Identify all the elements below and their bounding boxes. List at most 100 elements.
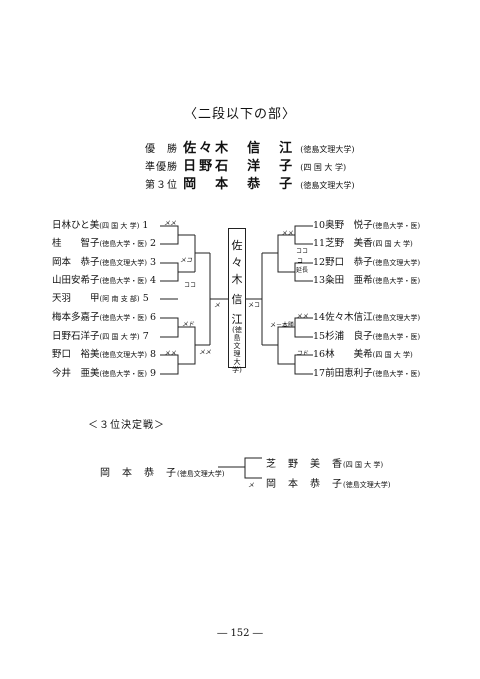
champion-char: 江 [231, 313, 243, 326]
result-label: 優 勝 [145, 144, 178, 155]
entry-affiliation: (徳島大学・医) [99, 240, 147, 248]
left-entry: 今井 亜美(徳島大学・医) 9 [52, 367, 156, 381]
entry-seed: 16 [313, 349, 326, 360]
entry-seed: 5 [142, 293, 149, 304]
entry-seed: 13 [313, 275, 326, 286]
entry-seed: 9 [150, 368, 157, 379]
match-tag: ココ [184, 282, 197, 289]
bracket-line [160, 354, 179, 375]
champion-box: 佐 々 木 信 江 (徳島文理大学) [228, 228, 246, 374]
match-tag: コド [296, 350, 309, 357]
entry-affiliation: (四 国 大 学) [372, 351, 413, 359]
bracket-line [218, 457, 262, 468]
entry-name: 芝野 美香 [325, 238, 373, 249]
entry-affiliation: (徳島大学・医) [99, 314, 147, 322]
entry-affiliation: (徳島文理大学) [99, 351, 147, 359]
player-affiliation: (四 国 大 学) [343, 461, 384, 469]
entry-seed: 14 [313, 312, 326, 323]
match-tag: メ－本勝 [270, 322, 295, 329]
match-tag: メメ [199, 349, 212, 356]
entry-affiliation: (徳島文理大学) [99, 259, 147, 267]
entry-seed: 2 [150, 238, 157, 249]
third-place-title: ＜３位決定戦＞ [88, 420, 165, 431]
bracket-line [294, 354, 313, 375]
entry-seed: 3 [150, 257, 157, 268]
match-tag: コ [297, 258, 304, 265]
match-tag: メメ [281, 230, 294, 237]
right-entry: 14佐々木信江(徳島文理大学) [313, 311, 420, 325]
left-entry: 岡本 恭子(徳島文理大学) 3 [52, 256, 156, 270]
bracket-line [160, 262, 179, 282]
entry-affiliation: (徳島大学・医) [99, 370, 147, 378]
result-name: 日野石 洋 子 [183, 159, 296, 174]
section-title: 〈二段以下の部〉 [183, 107, 296, 122]
bracket-line [277, 326, 295, 365]
entry-name: 天羽 甲 [52, 293, 100, 304]
match-tag: メメ [164, 220, 177, 227]
entry-seed: 6 [150, 312, 157, 323]
entry-seed: 7 [142, 331, 149, 342]
entry-name: 岡本 恭子 [52, 257, 100, 268]
champion-char: 々 [231, 256, 243, 269]
bracket-line [277, 234, 295, 273]
result-runner-up: 準優勝 日野石 洋 子 (四 国 大 学) [145, 155, 346, 174]
entry-seed: 15 [313, 331, 326, 342]
entry-name: 今井 亜美 [52, 368, 100, 379]
bracket-line [294, 225, 313, 245]
entry-name: 日野石洋子 [52, 331, 100, 342]
page-number: ― 152 ― [217, 628, 263, 639]
result-affiliation: (徳島文理大学) [300, 145, 355, 154]
entry-affiliation: (徳島大学・医) [372, 222, 421, 230]
champion-char: 信 [231, 293, 243, 306]
third-place-bottom: 岡 本 恭 子(徳島文理大学) [266, 472, 390, 491]
entry-affiliation: (四 国 大 学) [372, 240, 413, 248]
left-entry: 梅本多嘉子(徳島大学・医) 6 [52, 311, 156, 325]
entry-seed: 11 [313, 238, 326, 249]
player-name: 芝 野 美 香 [266, 459, 343, 470]
bracket-line [244, 467, 262, 479]
entry-name: 佐々木信江 [325, 312, 373, 323]
entry-seed: 4 [150, 275, 157, 286]
third-place-top: 芝 野 美 香(四 国 大 学) [266, 452, 383, 471]
result-label: 第３位 [145, 180, 178, 191]
entry-name: 野口 裕美 [52, 349, 100, 360]
right-entry: 16林 美希(四 国 大 学) [313, 348, 413, 362]
bracket-line [178, 326, 196, 365]
result-affiliation: (徳島文理大学) [300, 181, 355, 190]
match-tag: メ [248, 482, 255, 489]
player-affiliation: (徳島文理大学) [343, 481, 391, 489]
entry-name: 野口 恭子 [325, 257, 373, 268]
right-entry: 12野口 恭子(徳島文理大学) [313, 256, 420, 270]
match-tag: 延長 [296, 267, 309, 274]
right-entry: 15杉浦 良子(徳島大学・医) [313, 330, 420, 344]
entry-affiliation: (四 国 大 学) [99, 222, 140, 230]
left-entry: 日野石洋子(四 国 大 学) 7 [52, 330, 149, 344]
third-place-left: 岡 本 恭 子(徳島文理大学) [100, 461, 224, 480]
entry-affiliation: (徳島大学・医) [372, 277, 421, 285]
entry-name: 杉浦 良子 [325, 331, 373, 342]
match-tag: メメ [296, 313, 309, 320]
entry-affiliation: (阿 南 支 部) [99, 295, 140, 303]
entry-name: 前田恵利子 [325, 368, 373, 379]
entry-seed: 12 [313, 257, 326, 268]
result-winner: 優 勝 佐々木 信 江 (徳島文理大学) [145, 137, 354, 156]
entry-affiliation: (徳島文理大学) [372, 259, 421, 267]
right-entry: 11芝野 美香(四 国 大 学) [313, 237, 413, 251]
entry-name: 梅本多嘉子 [52, 312, 100, 323]
champion-char: 木 [231, 273, 243, 286]
right-entry: 17前田恵利子(徳島大学・医) [313, 367, 420, 381]
left-entry: 山田安希子(徳島大学・医) 4 [52, 274, 156, 288]
entry-name: 桂 智子 [52, 238, 100, 249]
result-third: 第３位 岡 本 恭 子 (徳島文理大学) [145, 173, 354, 192]
entry-affiliation: (徳島大学・医) [372, 333, 421, 341]
entry-affiliation: (徳島大学・医) [372, 370, 421, 378]
match-tag: メド [182, 321, 195, 328]
bracket-line [160, 317, 179, 338]
match-tag: メメ [164, 350, 177, 357]
left-entry: 日林ひと美(四 国 大 学) 1 [52, 219, 148, 233]
entry-name: 粂田 亜希 [325, 275, 373, 286]
result-label: 準優勝 [145, 162, 178, 173]
entry-seed: 1 [142, 220, 149, 231]
match-tag: メコ [248, 302, 261, 309]
